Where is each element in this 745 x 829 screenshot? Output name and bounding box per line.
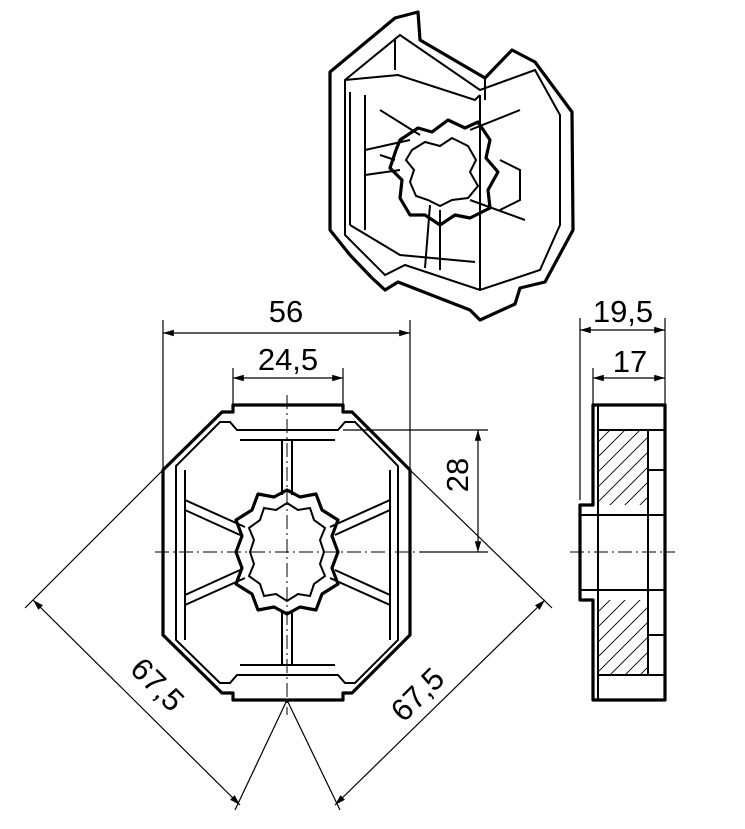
dim-56: 56 [269,294,303,329]
dim-28: 28 [440,458,475,492]
dim-17: 17 [613,344,647,379]
front-view: 56 24,5 28 67,5 67,5 [24,294,553,811]
dim-67-5-left: 67,5 [124,651,191,718]
isometric-view [328,10,575,322]
side-view: 19,5 17 [570,294,675,702]
dim-24-5: 24,5 [258,342,318,377]
dim-67-5-right: 67,5 [384,661,451,728]
dim-19-5: 19,5 [593,294,653,329]
